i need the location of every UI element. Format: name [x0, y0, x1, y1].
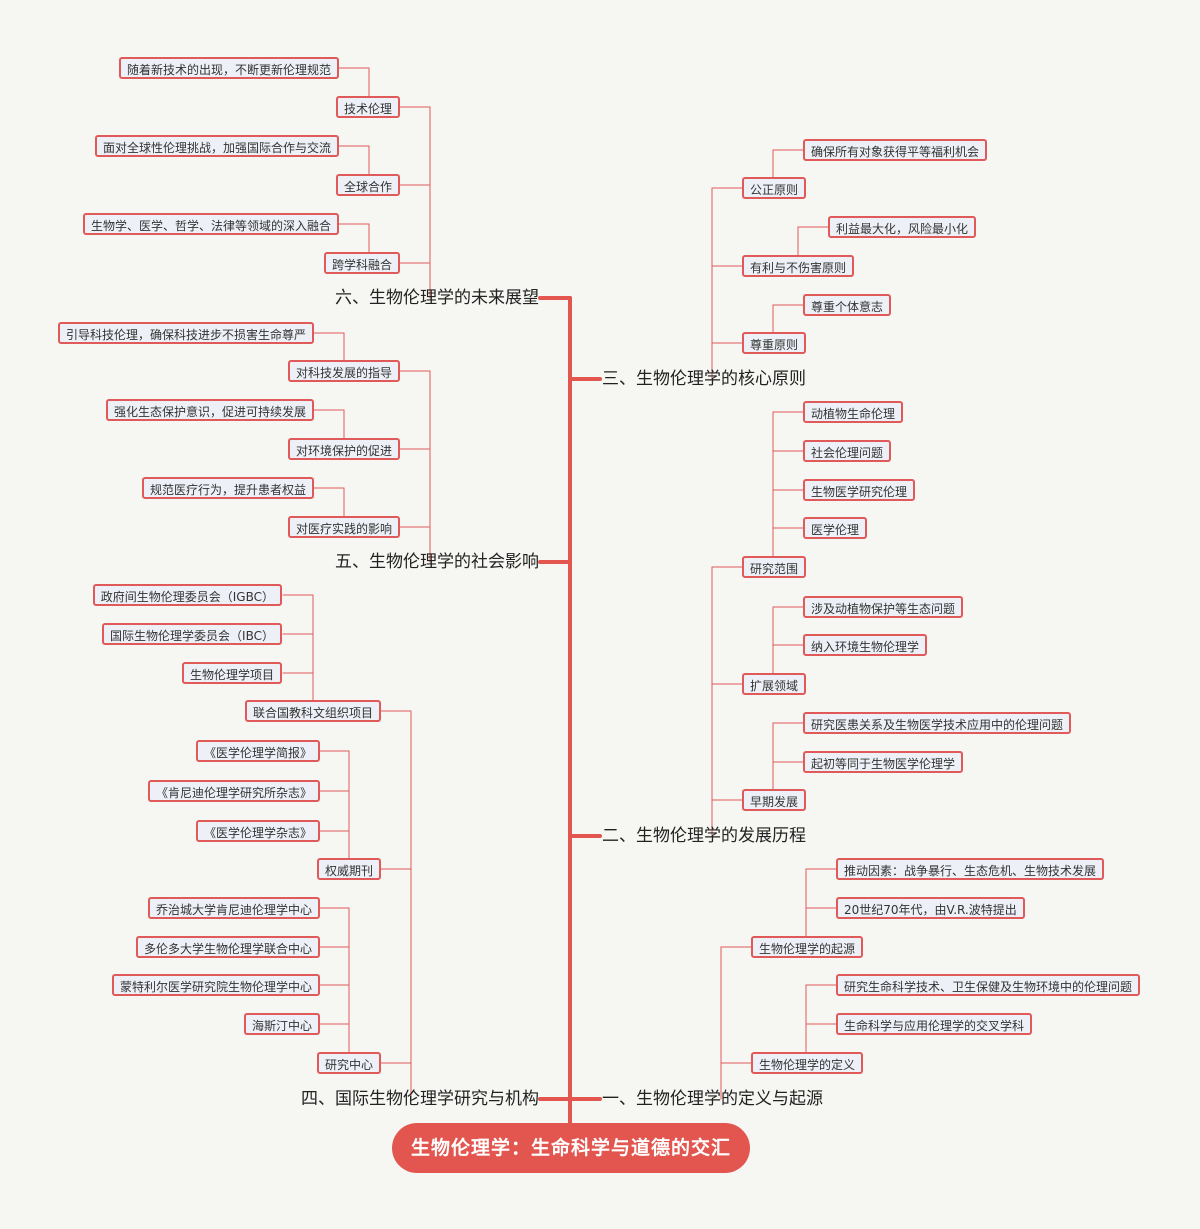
b3-justice-leaf-1[interactable]: 确保所有对象获得平等福利机会: [803, 139, 988, 161]
b5-tech-node[interactable]: 对科技发展的指导: [287, 360, 400, 382]
b2-scope-leaf-2[interactable]: 社会伦理问题: [803, 440, 892, 462]
b4-centers-leaf-4[interactable]: 海斯汀中心: [243, 1013, 320, 1035]
branch-6-heading[interactable]: 六、生物伦理学的未来展望: [335, 288, 539, 308]
b1-origin-node[interactable]: 生物伦理学的起源: [751, 936, 864, 958]
b4-unesco-node[interactable]: 联合国教科文组织项目: [244, 700, 381, 722]
b3-beneficence-node[interactable]: 有利与不伤害原则: [742, 255, 855, 277]
b5-medical-node[interactable]: 对医疗实践的影响: [287, 516, 400, 538]
b2-early-node[interactable]: 早期发展: [742, 789, 807, 811]
b2-scope-leaf-3[interactable]: 生物医学研究伦理: [803, 479, 916, 501]
b4-unesco-leaf-2[interactable]: 国际生物伦理学委员会（IBC）: [102, 623, 282, 645]
branch-3-heading[interactable]: 三、生物伦理学的核心原则: [602, 369, 806, 389]
b6-interdisc-leaf-1[interactable]: 生物学、医学、哲学、法律等领域的深入融合: [82, 213, 339, 235]
b2-extension-node[interactable]: 扩展领域: [742, 673, 807, 695]
branch-2-heading[interactable]: 二、生物伦理学的发展历程: [602, 826, 806, 846]
b6-techethics-node[interactable]: 技术伦理: [335, 96, 400, 118]
b2-scope-leaf-4[interactable]: 医学伦理: [803, 517, 868, 539]
b1-definition-node[interactable]: 生物伦理学的定义: [751, 1052, 864, 1074]
b6-global-leaf-1[interactable]: 面对全球性伦理挑战，加强国际合作与交流: [94, 135, 339, 157]
branch-4-heading[interactable]: 四、国际生物伦理学研究与机构: [301, 1089, 539, 1109]
b2-extension-leaf-2[interactable]: 纳入环境生物伦理学: [803, 634, 928, 656]
b5-tech-leaf-1[interactable]: 引导科技伦理，确保科技进步不损害生命尊严: [57, 322, 314, 344]
b1-definition-leaf-2[interactable]: 生命科学与应用伦理学的交叉学科: [836, 1013, 1033, 1035]
b6-interdisc-node[interactable]: 跨学科融合: [323, 252, 400, 274]
branch-1-heading[interactable]: 一、生物伦理学的定义与起源: [602, 1089, 823, 1109]
b4-centers-leaf-3[interactable]: 蒙特利尔医学研究院生物伦理学中心: [111, 974, 320, 996]
b1-origin-leaf-1[interactable]: 推动因素：战争暴行、生态危机、生物技术发展: [836, 858, 1105, 880]
b4-centers-leaf-1[interactable]: 乔治城大学肯尼迪伦理学中心: [147, 897, 320, 919]
b4-centers-leaf-2[interactable]: 多伦多大学生物伦理学联合中心: [135, 936, 320, 958]
b2-scope-node[interactable]: 研究范围: [742, 556, 807, 578]
b5-env-leaf-1[interactable]: 强化生态保护意识，促进可持续发展: [105, 399, 314, 421]
b6-global-node[interactable]: 全球合作: [335, 174, 400, 196]
b4-journals-leaf-3[interactable]: 《医学伦理学杂志》: [195, 820, 320, 842]
branch-5-heading[interactable]: 五、生物伦理学的社会影响: [335, 552, 539, 572]
b4-journals-leaf-1[interactable]: 《医学伦理学简报》: [195, 740, 320, 762]
b3-respect-leaf-1[interactable]: 尊重个体意志: [803, 294, 892, 316]
b5-medical-leaf-1[interactable]: 规范医疗行为，提升患者权益: [141, 477, 314, 499]
root-topic[interactable]: 生物伦理学：生命科学与道德的交汇: [392, 1123, 750, 1173]
b3-beneficence-leaf-1[interactable]: 利益最大化，风险最小化: [828, 216, 977, 238]
b5-env-node[interactable]: 对环境保护的促进: [287, 438, 400, 460]
b4-unesco-leaf-1[interactable]: 政府间生物伦理委员会（IGBC）: [92, 584, 282, 606]
b4-journals-leaf-2[interactable]: 《肯尼迪伦理学研究所杂志》: [147, 780, 320, 802]
b6-techethics-leaf-1[interactable]: 随着新技术的出现，不断更新伦理规范: [118, 57, 339, 79]
b2-extension-leaf-1[interactable]: 涉及动植物保护等生态问题: [803, 596, 964, 618]
b2-early-leaf-2[interactable]: 起初等同于生物医学伦理学: [803, 751, 964, 773]
b2-scope-leaf-1[interactable]: 动植物生命伦理: [803, 401, 904, 423]
b3-respect-node[interactable]: 尊重原则: [742, 332, 807, 354]
b1-definition-leaf-1[interactable]: 研究生命科学技术、卫生保健及生物环境中的伦理问题: [836, 974, 1141, 996]
b2-early-leaf-1[interactable]: 研究医患关系及生物医学技术应用中的伦理问题: [803, 712, 1072, 734]
b4-centers-node[interactable]: 研究中心: [316, 1052, 381, 1074]
b4-unesco-leaf-3[interactable]: 生物伦理学项目: [181, 662, 282, 684]
b1-origin-leaf-2[interactable]: 20世纪70年代，由V.R.波特提出: [836, 897, 1025, 919]
b3-justice-node[interactable]: 公正原则: [742, 177, 807, 199]
b4-journals-node[interactable]: 权威期刊: [316, 858, 381, 880]
